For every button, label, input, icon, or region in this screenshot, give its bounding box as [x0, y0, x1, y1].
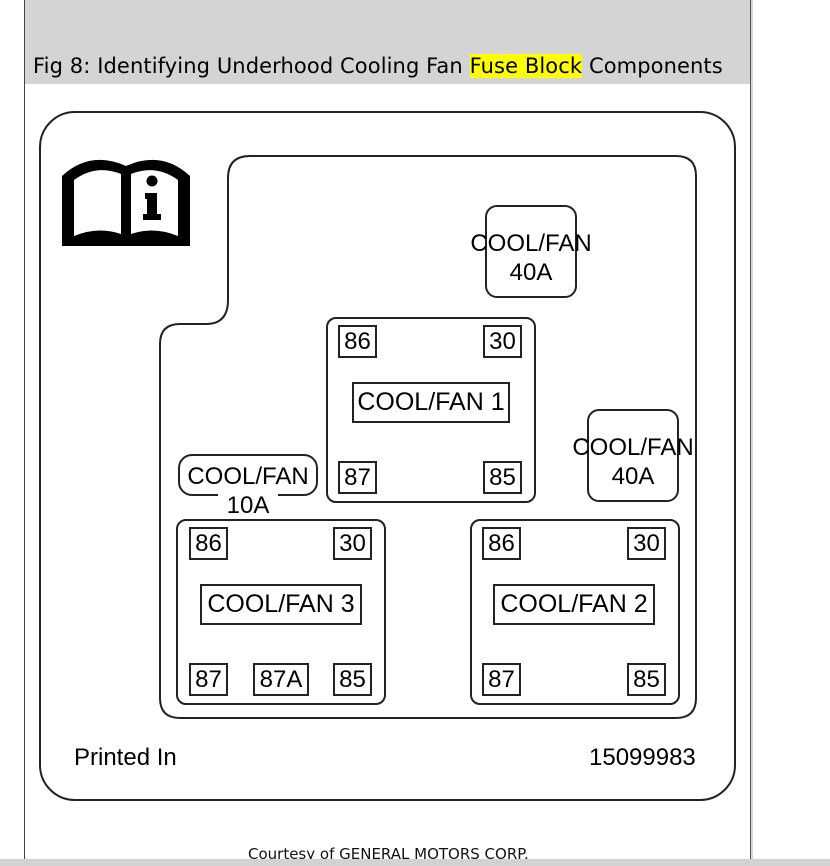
relay-label: COOL/FAN 3: [200, 584, 362, 625]
relay-pin: 87A: [253, 663, 309, 696]
relay-cool-fan-3: [176, 519, 386, 705]
caption-prefix: Fig 8: Identifying Underhood Cooling Fan: [33, 54, 470, 78]
relay-pin: 30: [483, 325, 522, 358]
info-manual-icon: [62, 159, 190, 246]
relay-pin: 85: [627, 663, 666, 696]
page-border-left: [24, 0, 25, 866]
fuse-label: COOL/FAN: [572, 434, 694, 461]
fuse-rating: 40A: [509, 259, 553, 286]
relay-pin: 87: [482, 663, 521, 696]
fuse-label: COOL/FAN: [470, 230, 592, 257]
caption-bar: [25, 0, 750, 84]
courtesy-credit: Courtesy of GENERAL MOTORS CORP.: [248, 845, 529, 863]
relay-label: COOL/FAN 2: [493, 584, 655, 625]
page-border-right-shadow: [751, 0, 753, 866]
relay-pin: 86: [482, 527, 521, 560]
fuse-rating: 10A: [218, 492, 278, 520]
figure-caption: Fig 8: Identifying Underhood Cooling Fan…: [33, 54, 723, 78]
relay-pin: 85: [483, 461, 522, 494]
relay-pin: 86: [338, 325, 377, 358]
page-border-right: [750, 0, 751, 866]
bottom-strip: [0, 859, 830, 866]
caption-suffix: Components: [582, 54, 723, 78]
diagram-frame: [39, 111, 736, 801]
relay-pin: 30: [333, 527, 372, 560]
relay-pin: 86: [189, 527, 228, 560]
part-number: 15099983: [589, 744, 696, 771]
fuse-cool-fan-40a-top: COOL/FAN 40A: [470, 205, 592, 298]
fuse-label: COOL/FAN: [187, 463, 309, 490]
relay-pin: 87: [338, 461, 377, 494]
relay-pin: 87: [189, 663, 228, 696]
fuse-rating: 40A: [611, 463, 655, 490]
caption-highlight: Fuse Block: [469, 54, 583, 78]
relay-pin: 85: [333, 663, 372, 696]
relay-cool-fan-2: [470, 519, 680, 705]
relay-cool-fan-1: [326, 317, 536, 503]
relay-label: COOL/FAN 1: [352, 382, 510, 423]
printed-in-label: Printed In: [74, 744, 177, 771]
fuse-cool-fan-10a: COOL/FAN: [178, 454, 318, 496]
relay-pin: 30: [627, 527, 666, 560]
fuse-cool-fan-40a-right: COOL/FAN 40A: [572, 409, 694, 502]
